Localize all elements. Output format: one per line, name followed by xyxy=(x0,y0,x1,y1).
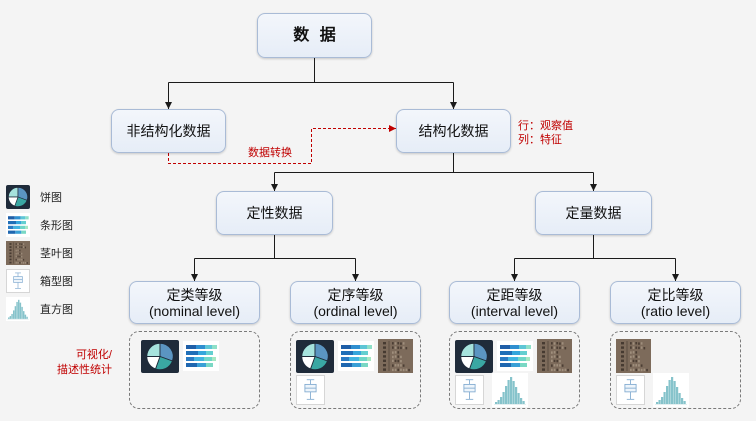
node-unstructured-label: 非结构化数据 xyxy=(126,123,211,139)
box-plot-icon xyxy=(296,375,325,405)
box-plot-icon xyxy=(616,375,645,405)
side-note-line2: 描述性统计 xyxy=(57,364,112,376)
stem-leaf-icon xyxy=(378,339,413,373)
bar-chart-icon xyxy=(6,213,30,237)
legend-item: 直方图 xyxy=(6,297,73,321)
node-ratio-level: 定比等级 (ratio level) xyxy=(610,281,741,324)
level-sublabel: (ratio level) xyxy=(640,302,711,319)
node-ordinal-level: 定序等级 (ordinal level) xyxy=(290,281,421,324)
level-label: 定序等级 xyxy=(327,286,384,303)
legend-label: 饼图 xyxy=(40,192,62,204)
node-quantitative-label: 定量数据 xyxy=(565,205,622,221)
node-data-root-label: 数 据 xyxy=(293,26,339,44)
stem-leaf-icon xyxy=(6,241,30,265)
chart-box-interval xyxy=(449,331,580,409)
legend-item: 条形图 xyxy=(6,213,73,237)
level-sublabel: (nominal level) xyxy=(148,302,241,319)
side-note-line1: 可视化/ xyxy=(75,349,112,361)
pie-chart-icon xyxy=(296,339,334,373)
chart-row xyxy=(141,373,254,407)
chart-box-ratio xyxy=(610,331,741,409)
histogram-icon xyxy=(492,373,528,407)
box-plot-icon xyxy=(6,269,30,293)
level-sublabel: (ordinal level) xyxy=(313,302,398,319)
histogram-icon xyxy=(653,373,689,407)
level-sublabel: (interval level) xyxy=(470,302,559,319)
bar-chart-icon xyxy=(183,341,219,371)
visualization-side-note: 可视化/ 描述性统计 xyxy=(52,348,112,378)
stem-leaf-icon xyxy=(537,339,572,373)
chart-legend: 饼图 条形图 茎叶图 箱型图 直方图 xyxy=(6,185,73,325)
chart-box-ordinal xyxy=(290,331,421,409)
chart-row xyxy=(296,373,415,407)
structured-note-columns: 列：特征 xyxy=(518,134,562,146)
node-quantitative-data: 定量数据 xyxy=(535,191,652,235)
pie-chart-icon xyxy=(141,339,179,373)
pie-chart-icon xyxy=(455,339,493,373)
level-label: 定距等级 xyxy=(486,286,543,303)
data-conversion-arrow xyxy=(168,125,396,164)
legend-item: 茎叶图 xyxy=(6,241,73,265)
node-qualitative-data: 定性数据 xyxy=(216,191,333,235)
chart-row xyxy=(616,373,735,407)
chart-box-nominal xyxy=(129,331,260,409)
level-label: 定类等级 xyxy=(166,286,223,303)
legend-label: 茎叶图 xyxy=(40,248,73,260)
chart-row xyxy=(455,339,574,373)
legend-item: 箱型图 xyxy=(6,269,73,293)
structured-note-rows: 行：观察值 xyxy=(518,120,573,132)
node-data-root: 数 据 xyxy=(257,13,372,58)
legend-item: 饼图 xyxy=(6,185,73,209)
legend-label: 条形图 xyxy=(40,220,73,232)
node-structured-data: 结构化数据 xyxy=(396,109,511,153)
level-label: 定比等级 xyxy=(647,286,704,303)
bar-chart-icon xyxy=(497,341,533,371)
histogram-icon xyxy=(6,297,30,321)
node-interval-level: 定距等级 (interval level) xyxy=(449,281,580,324)
pie-chart-icon xyxy=(6,185,30,209)
legend-label: 直方图 xyxy=(40,304,73,316)
legend-label: 箱型图 xyxy=(40,276,73,288)
bar-chart-icon xyxy=(338,341,374,371)
node-structured-label: 结构化数据 xyxy=(418,123,489,139)
node-qualitative-label: 定性数据 xyxy=(246,205,303,221)
node-nominal-level: 定类等级 (nominal level) xyxy=(129,281,260,324)
box-plot-icon xyxy=(455,375,484,405)
chart-row xyxy=(616,339,735,373)
chart-row xyxy=(296,339,415,373)
stem-leaf-icon xyxy=(616,339,651,373)
node-unstructured-data: 非结构化数据 xyxy=(111,109,226,153)
chart-row xyxy=(455,373,574,407)
chart-row xyxy=(141,339,254,373)
data-conversion-label: 数据转换 xyxy=(248,147,292,159)
